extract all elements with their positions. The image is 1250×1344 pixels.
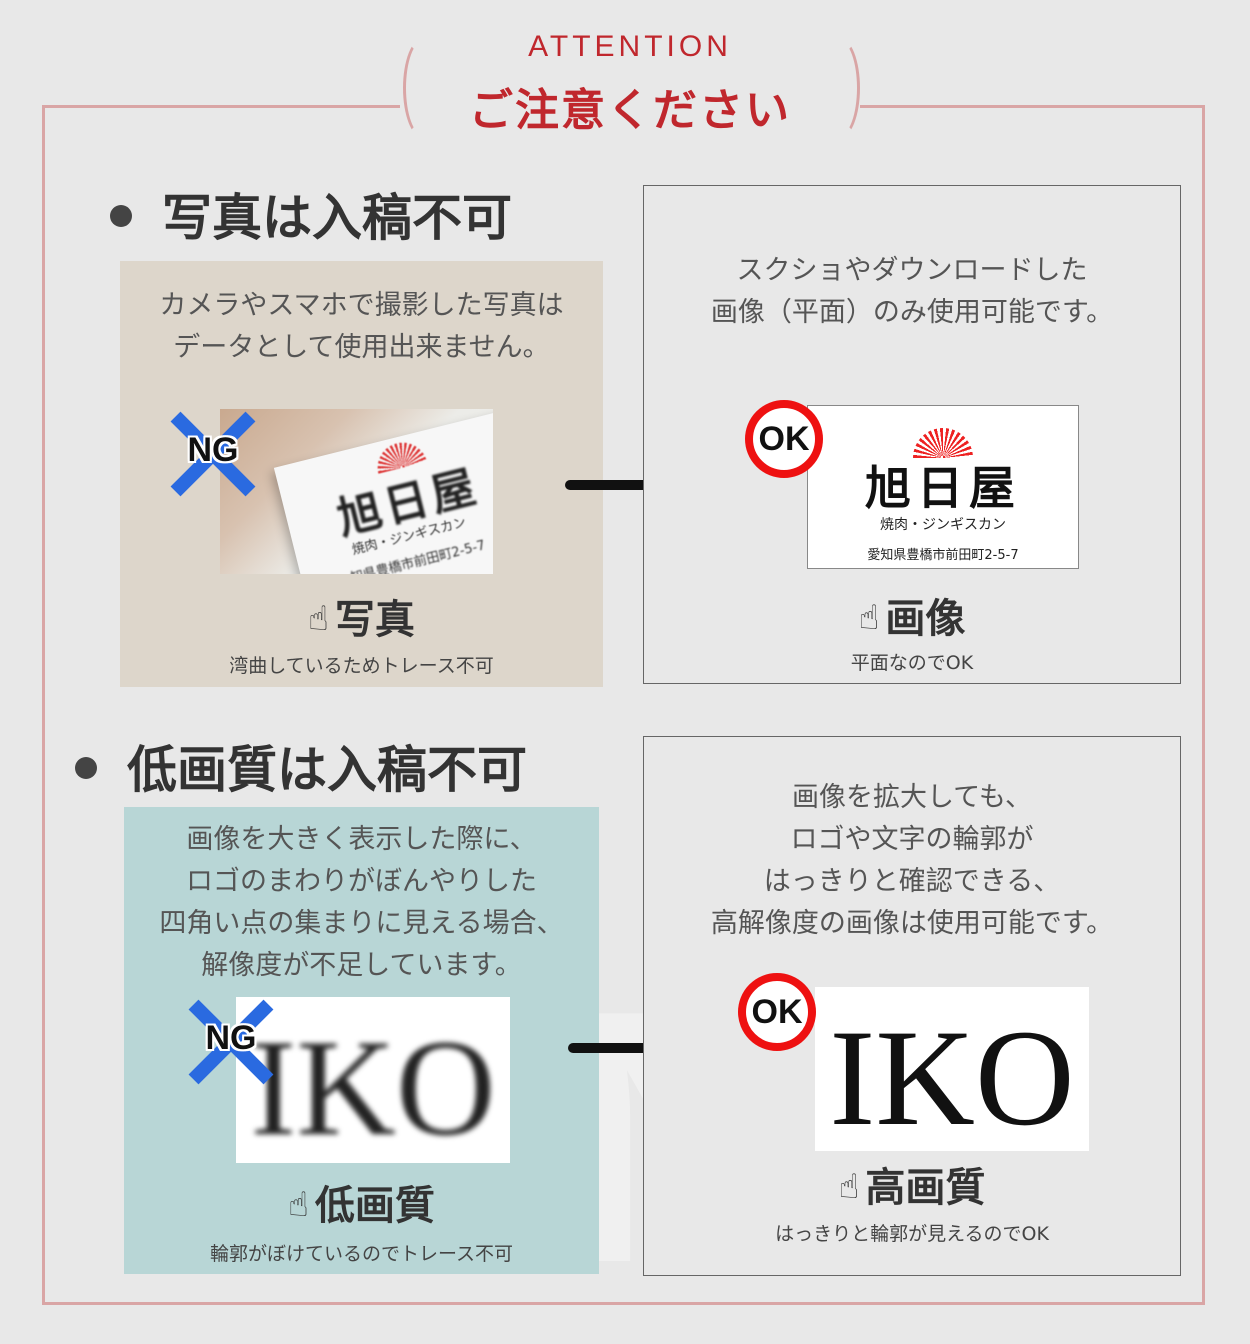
ng-badge-text: NG [187, 431, 239, 469]
ng-photo-label-text: 写真 [334, 597, 415, 643]
ok-quality-note: はっきりと輪郭が見えるのでOK [775, 1223, 1049, 1245]
logo-subtitle: 焼肉・ジンギスカン [880, 517, 1006, 533]
ok-flat-logo-image: 旭日屋 焼肉・ジンギスカン 愛知県豊橋市前田町2-5-7 [807, 405, 1079, 569]
section-heading-quality: 低画質は入稿不可 [75, 730, 527, 802]
desc-line: データとして使用出来ません。 [173, 332, 550, 363]
ng-quality-panel: 画像を大きく表示した際に、 ロゴのまわりがぼんやりした 四角い点の集まりに見える… [124, 807, 599, 1274]
ok-image-label: ☝画像 [644, 586, 1180, 644]
desc-line: ロゴのまわりがぼんやりした [186, 866, 537, 897]
desc-line: スクショやダウンロードした [736, 255, 1088, 286]
ng-badge-text: NG [205, 1019, 257, 1057]
ok-image-label-text: 画像 [885, 596, 966, 642]
ok-quality-label-text: 高画質 [865, 1165, 986, 1211]
ng-quality-label-text: 低画質 [314, 1183, 435, 1229]
desc-line: 四角い点の集まりに見える場合、 [159, 908, 564, 939]
ok-quality-label: ☝高画質 [644, 1155, 1180, 1213]
desc-line: 画像を拡大しても、 [791, 782, 1033, 813]
ng-quality-description: 画像を大きく表示した際に、 ロゴのまわりがぼんやりした 四角い点の集まりに見える… [124, 819, 599, 987]
ok-image-note: 平面なのでOK [850, 652, 974, 674]
ok-quality-description: 画像を拡大しても、 ロゴや文字の輪郭が はっきりと確認できる、 高解像度の画像は… [644, 777, 1180, 945]
hand-pointer-icon: ☝ [288, 1185, 309, 1225]
ng-photo-example-image: 旭日屋 焼肉・ジンギスカン 知県豊橋市前田町2-5-7 [220, 409, 493, 574]
high-res-logo-text: IKO [829, 1001, 1075, 1151]
desc-line: 画像（平面）のみ使用可能です。 [710, 297, 1114, 328]
ok-badge: OK [738, 973, 816, 1051]
ng-cross-icon: NG [186, 997, 276, 1087]
arrow-right-icon [565, 445, 708, 525]
ok-quality-panel: 画像を拡大しても、 ロゴや文字の輪郭が はっきりと確認できる、 高解像度の画像は… [643, 736, 1181, 1276]
attention-title-ja: ご注意ください [469, 85, 791, 136]
attention-title-en: ATTENTION [528, 30, 732, 63]
desc-line: 高解像度の画像は使用可能です。 [710, 908, 1114, 939]
section-heading-photo-text: 写真は入稿不可 [162, 189, 512, 247]
ng-photo-label: ☝写真 [120, 587, 603, 645]
bullet-icon [110, 204, 132, 227]
section-heading-photo: 写真は入稿不可 [110, 178, 512, 250]
ng-photo-note: 湾曲しているためトレース不可 [229, 655, 494, 677]
desc-line: はっきりと確認できる、 [763, 866, 1061, 897]
hand-pointer-icon: ☝ [308, 599, 329, 639]
section-heading-quality-text: 低画質は入稿不可 [127, 741, 527, 799]
low-res-logo-image: IKO [236, 997, 510, 1163]
ok-image-description: スクショやダウンロードした 画像（平面）のみ使用可能です。 [644, 250, 1180, 334]
business-card-photo: 旭日屋 焼肉・ジンギスカン 知県豊橋市前田町2-5-7 [273, 409, 493, 574]
desc-line: 画像を大きく表示した際に、 [186, 824, 537, 855]
desc-line: カメラやスマホで撮影した写真は [159, 290, 564, 321]
desc-line: 解像度が不足しています。 [201, 950, 522, 981]
header-mask [400, 90, 860, 130]
ng-quality-note: 輪郭がぼけているのでトレース不可 [209, 1243, 514, 1265]
desc-line: ロゴや文字の輪郭が [790, 824, 1034, 855]
logo-address: 愛知県豊橋市前田町2-5-7 [867, 548, 1019, 563]
ng-photo-panel: カメラやスマホで撮影した写真は データとして使用出来ません。 旭日屋 焼肉・ジン… [120, 261, 603, 687]
high-res-logo-image: IKO [815, 987, 1089, 1151]
hand-pointer-icon: ☝ [858, 598, 880, 638]
bullet-icon [75, 756, 97, 779]
ng-photo-description: カメラやスマホで撮影した写真は データとして使用出来ません。 [120, 285, 603, 369]
arrow-right-icon [568, 1008, 711, 1088]
hand-pointer-icon: ☝ [838, 1167, 860, 1207]
left-bracket-decoration [403, 38, 443, 138]
low-res-logo-text: IKO [250, 1011, 496, 1163]
ok-image-panel: スクショやダウンロードした 画像（平面）のみ使用可能です。 旭日屋 焼肉・ジンギ… [643, 185, 1181, 684]
ng-quality-label: ☝低画質 [124, 1173, 599, 1231]
ok-badge: OK [745, 400, 823, 478]
right-bracket-decoration [820, 38, 860, 138]
logo-text: 旭日屋 [865, 461, 1021, 515]
ng-cross-icon: NG [168, 409, 258, 499]
